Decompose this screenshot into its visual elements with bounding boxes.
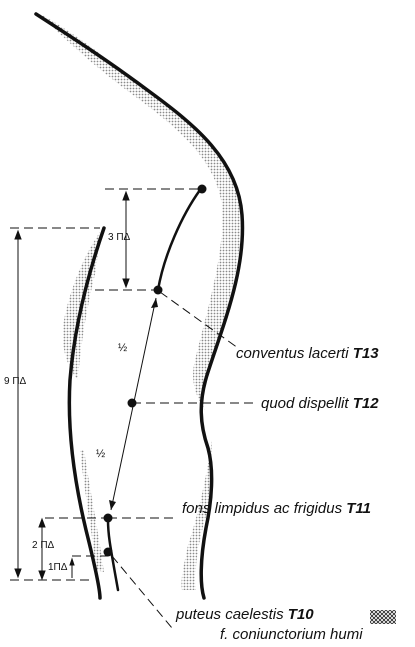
half-measure-line: [111, 298, 156, 510]
half-top-label: ½: [118, 342, 127, 354]
arrow-head-top: [151, 298, 158, 308]
dim-two-label: 2 ΠΔ: [32, 540, 54, 551]
half-bottom-label: ½: [96, 448, 105, 460]
label-t12: quod dispellit T12: [261, 395, 379, 412]
dim-three-label: 3 ΠΔ: [108, 232, 130, 243]
dim-nine-label: 9 ΠΔ: [4, 376, 26, 387]
point-t10: [104, 548, 113, 557]
label-t13: conventus lacerti T13: [236, 345, 379, 362]
meridian-line: [108, 190, 200, 590]
label-t10: puteus caelestis T10: [176, 606, 314, 623]
dim-one-label: 1ΠΔ: [48, 562, 67, 573]
label-coniunctorium: f. coniunctorium humi: [220, 626, 363, 643]
leader-t10: [112, 556, 172, 628]
hatch-icon: [370, 610, 396, 624]
label-t11: fons limpidus ac frigidus T11: [182, 500, 371, 517]
arrow-head-bottom: [109, 500, 116, 510]
point-t13: [198, 185, 207, 194]
